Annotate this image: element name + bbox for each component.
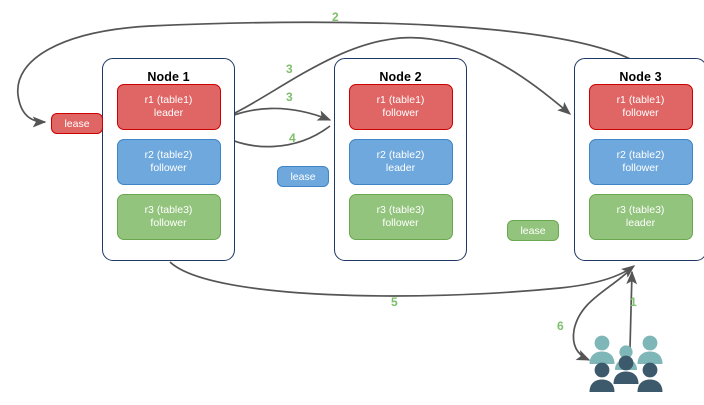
arrow-step-4 bbox=[217, 125, 331, 148]
replica-role: follower bbox=[622, 107, 659, 119]
replica-name: r1 (table1) bbox=[144, 93, 193, 106]
replica-role: leader bbox=[625, 217, 656, 229]
replica-r3[interactable]: r3 (table3) follower bbox=[116, 194, 221, 240]
replica-name: r1 (table1) bbox=[616, 93, 665, 106]
replica-role: leader bbox=[153, 107, 184, 119]
replica-r1[interactable]: r1 (table1) leader bbox=[116, 84, 221, 130]
lease-badge-table3[interactable]: lease bbox=[507, 220, 559, 241]
replica-name: r2 (table2) bbox=[616, 148, 665, 161]
replica-role: follower bbox=[150, 162, 187, 174]
replica-role: follower bbox=[382, 217, 419, 229]
replica-r1[interactable]: r1 (table1) follower bbox=[588, 84, 693, 130]
step-label-3-lower: 3 bbox=[286, 90, 293, 104]
step-label-1: 1 bbox=[630, 295, 637, 309]
replica-r1[interactable]: r1 (table1) follower bbox=[348, 84, 453, 130]
replica-r2[interactable]: r2 (table2) follower bbox=[588, 139, 693, 185]
replica-name: r1 (table1) bbox=[376, 93, 425, 106]
lease-badge-table1[interactable]: lease bbox=[51, 113, 103, 134]
step-label-3-upper: 3 bbox=[286, 62, 293, 76]
node-container-3[interactable]: Node 3 r1 (table1) follower r2 (table2) … bbox=[574, 58, 704, 261]
replica-name: r3 (table3) bbox=[616, 203, 665, 216]
step-label-2: 2 bbox=[332, 10, 339, 24]
replica-r2[interactable]: r2 (table2) leader bbox=[348, 139, 453, 185]
replica-name: r3 (table3) bbox=[144, 203, 193, 216]
lease-badge-table2[interactable]: lease bbox=[277, 166, 329, 187]
replica-r3[interactable]: r3 (table3) follower bbox=[348, 194, 453, 240]
node-title: Node 1 bbox=[147, 70, 190, 84]
replica-r2[interactable]: r2 (table2) follower bbox=[116, 139, 221, 185]
replica-role: leader bbox=[385, 162, 416, 174]
node-container-2[interactable]: Node 2 r1 (table1) follower r2 (table2) … bbox=[334, 58, 467, 261]
step-label-5: 5 bbox=[391, 295, 398, 309]
replica-role: follower bbox=[150, 217, 187, 229]
replica-name: r3 (table3) bbox=[376, 203, 425, 216]
users-group-icon bbox=[589, 335, 663, 392]
step-label-4: 4 bbox=[289, 131, 296, 145]
replica-name: r2 (table2) bbox=[376, 148, 425, 161]
node-title: Node 3 bbox=[619, 70, 662, 84]
replica-role: follower bbox=[382, 107, 419, 119]
replica-r3[interactable]: r3 (table3) leader bbox=[588, 194, 693, 240]
node-title: Node 2 bbox=[379, 70, 422, 84]
node-container-1[interactable]: Node 1 r1 (table1) leader r2 (table2) fo… bbox=[102, 58, 235, 261]
replica-name: r2 (table2) bbox=[144, 148, 193, 161]
step-label-6: 6 bbox=[557, 319, 564, 333]
arrow-step-5 bbox=[169, 261, 636, 297]
replica-role: follower bbox=[622, 162, 659, 174]
